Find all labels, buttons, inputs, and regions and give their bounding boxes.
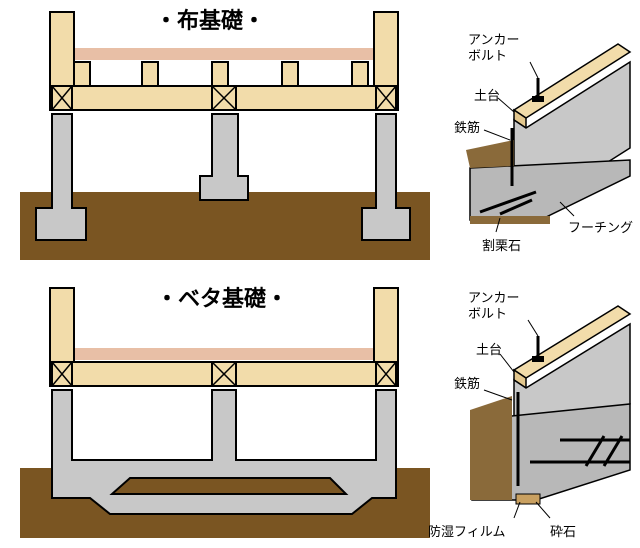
mat-foundation-title: ・ベタ基礎・ xyxy=(156,286,288,312)
label-anchor-top-1: アンカー xyxy=(468,33,519,48)
sill-cross-middle xyxy=(211,361,237,387)
rebar-diag xyxy=(499,198,533,216)
strip-foundation-title: ・布基礎・ xyxy=(155,8,265,34)
strip-footing-middle xyxy=(199,113,249,201)
label-anchor-top-2: ボルト xyxy=(468,49,507,64)
strip-footing-left xyxy=(35,113,87,241)
strip-foundation-cutaway: アンカー ボルト 土台 鉄筋 フーチング 割栗石 xyxy=(454,33,633,254)
sill-cross-right xyxy=(375,85,397,111)
floor-board xyxy=(72,48,374,60)
floor-board xyxy=(72,348,374,360)
mat-slab xyxy=(51,389,397,515)
label-gravel: 割栗石 xyxy=(482,238,521,254)
sill-cross-left xyxy=(51,85,73,111)
footing-slab xyxy=(469,159,631,221)
joist-block xyxy=(73,61,91,87)
joist-block xyxy=(141,61,159,87)
label-footing: フーチング xyxy=(568,221,633,236)
gravel-layer xyxy=(470,216,550,224)
rebar-diag xyxy=(479,190,537,214)
gravel-bed xyxy=(466,140,514,168)
mat-foundation-cutaway: アンカー ボルト 土台 鉄筋 防湿フィルム 砕石 xyxy=(428,291,632,540)
label-anchor-bottom-2: ボルト xyxy=(468,307,507,322)
crushed-stone-layer xyxy=(515,493,541,505)
rebar-diag xyxy=(602,435,624,467)
label-sill-bottom: 土台 xyxy=(476,343,502,358)
label-sill-top: 土台 xyxy=(474,89,500,104)
sill-cross-right xyxy=(375,361,397,387)
strip-footing-right xyxy=(361,113,411,241)
joist-block xyxy=(281,61,299,87)
label-rebar-bottom: 鉄筋 xyxy=(454,376,480,392)
strip-foundation-section: ・布基礎・ xyxy=(20,8,430,260)
label-anchor-bottom-1: アンカー xyxy=(468,291,519,306)
joist-block xyxy=(351,61,369,87)
mat-foundation-section: ・ベタ基礎・ xyxy=(20,286,430,538)
rebar-diag xyxy=(584,435,606,467)
label-crushed: 砕石 xyxy=(550,525,576,540)
label-rebar-top: 鉄筋 xyxy=(454,120,480,136)
sill-cross-left xyxy=(51,361,73,387)
sill-cross-middle xyxy=(211,85,237,111)
label-film: 防湿フィルム xyxy=(428,524,505,540)
soil-side xyxy=(470,396,512,500)
joist-block xyxy=(211,61,229,87)
